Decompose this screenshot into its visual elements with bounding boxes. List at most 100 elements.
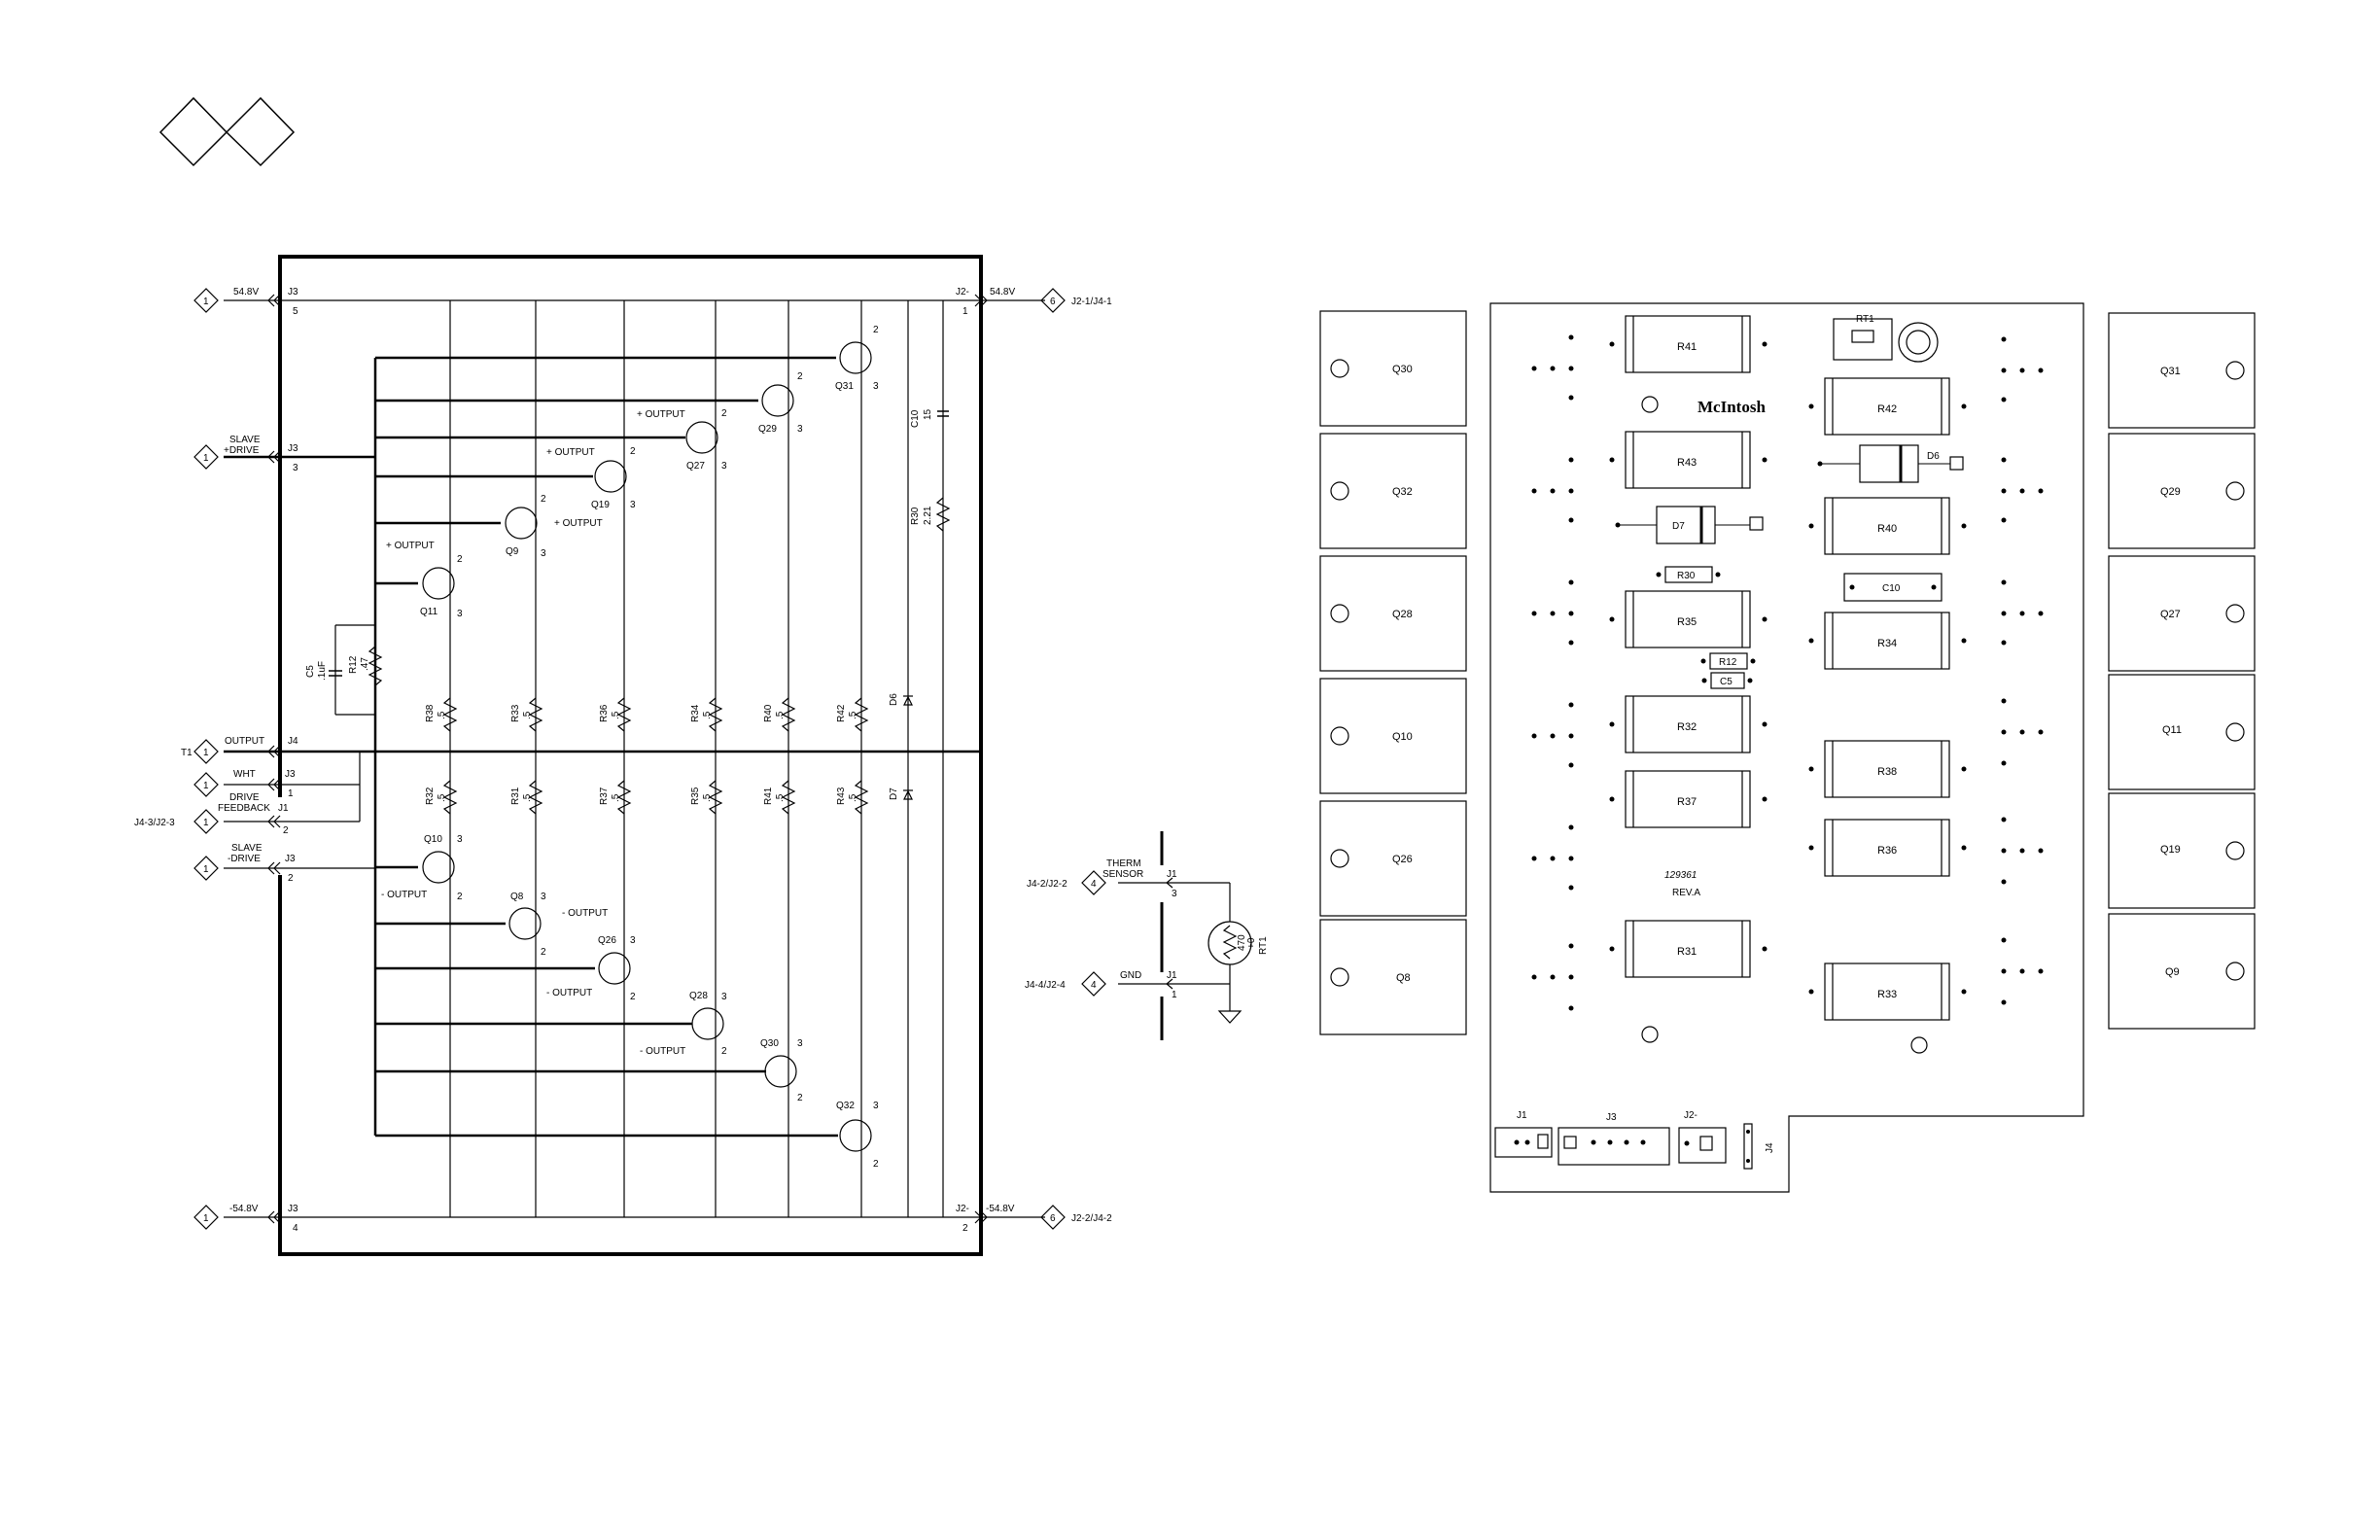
mount-hole-3 [1910, 1036, 1928, 1054]
board-c10 [1843, 573, 1942, 602]
board-d6 [1859, 444, 1919, 483]
neg-rail-diamond: 1 [203, 1213, 209, 1224]
rt1-unit: +0 [1246, 937, 1257, 949]
j2-neg: J2- [956, 1204, 969, 1214]
board-q31: Q31 [2160, 366, 2181, 377]
right-transistor-pads [2108, 312, 2256, 1030]
board-labels: Q30 Q32 Q28 Q10 Q26 Q8 Q31 Q29 Q27 Q11 Q… [1392, 314, 2182, 1153]
board-q19: Q19 [2160, 844, 2181, 856]
r41-label: R41 [763, 787, 774, 805]
r43-value: .5 [848, 793, 858, 802]
j2-pin2: 2 [962, 1223, 968, 1234]
board-conn-j4 [1743, 1123, 1753, 1170]
svg-text:2: 2 [630, 446, 636, 457]
q30-ref: Q30 [760, 1038, 779, 1049]
board-conn-j3 [1558, 1127, 1670, 1166]
pos-diamond-6: 6 [1050, 297, 1056, 307]
board-r38: R38 [1877, 766, 1897, 778]
board-q8: Q8 [1396, 972, 1411, 984]
board-conn-j2 [1678, 1127, 1727, 1164]
neg-rail-voltage-right: -54.8V [986, 1204, 1015, 1214]
board-r42: R42 [1877, 403, 1897, 415]
r38-value: .5 [437, 711, 447, 719]
j2-pin1: 1 [962, 306, 968, 317]
svg-text:2: 2 [457, 892, 463, 902]
svg-text:3: 3 [630, 935, 636, 946]
drive-fb-diamond: 1 [203, 818, 209, 828]
q8-note: - OUTPUT [562, 908, 608, 919]
svg-text:3: 3 [630, 500, 636, 510]
c5-ref: C5 [305, 665, 316, 678]
q19-note: + OUTPUT [546, 447, 595, 458]
board-r31: R31 [1677, 946, 1697, 958]
board-r36: R36 [1877, 845, 1897, 857]
pcb-layout [1319, 302, 2256, 1193]
r42-value: .5 [848, 711, 858, 719]
board-q30: Q30 [1392, 364, 1413, 375]
board-outline [1489, 302, 2084, 1193]
board-r30-label: R30 [1677, 571, 1696, 581]
mcintosh-logo: McIntosh [1698, 398, 1766, 416]
r30-value: 2.21 [923, 506, 933, 525]
q29-ref: Q29 [758, 424, 777, 435]
slave-neg-label2: -DRIVE [228, 854, 261, 864]
upper-base-lines [375, 356, 836, 585]
board-r37: R37 [1677, 796, 1697, 808]
r12-value: .47 [360, 657, 370, 671]
drive-fb-label1: DRIVE [229, 792, 260, 803]
r33-label: R33 [510, 704, 521, 722]
r33-value: .5 [522, 711, 533, 719]
r30-resistor [935, 497, 951, 532]
svg-text:3: 3 [457, 834, 463, 845]
power-amp-schematic [193, 255, 1252, 1256]
q8-ref: Q8 [510, 892, 524, 902]
svg-text:2: 2 [721, 408, 727, 419]
offsheet-diamonds [193, 288, 1066, 1230]
board-part-number: 129361 [1664, 870, 1697, 881]
lower-base-lines [375, 865, 838, 1138]
d7-ref: D7 [889, 788, 899, 800]
drive-fb-net: J4-3/J2-3 [134, 818, 175, 828]
c10-value: 15 [923, 408, 933, 420]
r34-label: R34 [690, 704, 701, 722]
r12-ref: R12 [348, 655, 359, 674]
output-label: OUTPUT [225, 736, 264, 747]
j3-pin5: 5 [293, 306, 298, 317]
board-q26: Q26 [1392, 854, 1413, 865]
r35-value: .5 [702, 793, 713, 802]
r31-value: .5 [522, 793, 533, 802]
r41-value: .5 [775, 793, 786, 802]
board-j2-label: J2- [1684, 1110, 1698, 1121]
r40-value: .5 [775, 711, 786, 719]
svg-text:2: 2 [873, 1159, 879, 1170]
therm-label1: THERM [1106, 858, 1141, 869]
j3-wht-pin: 1 [288, 788, 294, 799]
board-r32: R32 [1677, 721, 1697, 733]
board-d7-label: D7 [1672, 521, 1685, 532]
r40-label: R40 [763, 704, 774, 722]
d7-diode [903, 789, 913, 800]
board-r41: R41 [1677, 341, 1697, 353]
board-q9: Q9 [2165, 966, 2180, 978]
q27-ref: Q27 [686, 461, 705, 472]
j3-slave-neg: J3 [285, 854, 296, 864]
pos-rail-voltage-right: 54.8V [990, 287, 1015, 298]
therm-sensor-section [1081, 831, 1252, 1040]
left-transistor-pads [1319, 310, 1467, 1035]
board-r40: R40 [1877, 523, 1897, 535]
j3-slave-neg-pin: 2 [288, 873, 294, 884]
board-rt1 [1833, 318, 1893, 361]
r37-value: .5 [611, 793, 621, 802]
svg-text:2: 2 [797, 1093, 803, 1103]
slave-neg-diamond: 1 [203, 864, 209, 875]
svg-text:3: 3 [721, 461, 727, 472]
rt1-value: 470 [1237, 934, 1247, 951]
board-c5 [1710, 672, 1745, 689]
r31-label: R31 [510, 787, 521, 805]
board-conn-j1 [1494, 1127, 1553, 1158]
therm-net-bottom: J4-4/J2-4 [1025, 980, 1066, 991]
board-j4-label: J4 [1765, 1142, 1775, 1153]
j1-drive-fb-pin: 2 [283, 825, 289, 836]
q19-ref: Q19 [591, 500, 610, 510]
